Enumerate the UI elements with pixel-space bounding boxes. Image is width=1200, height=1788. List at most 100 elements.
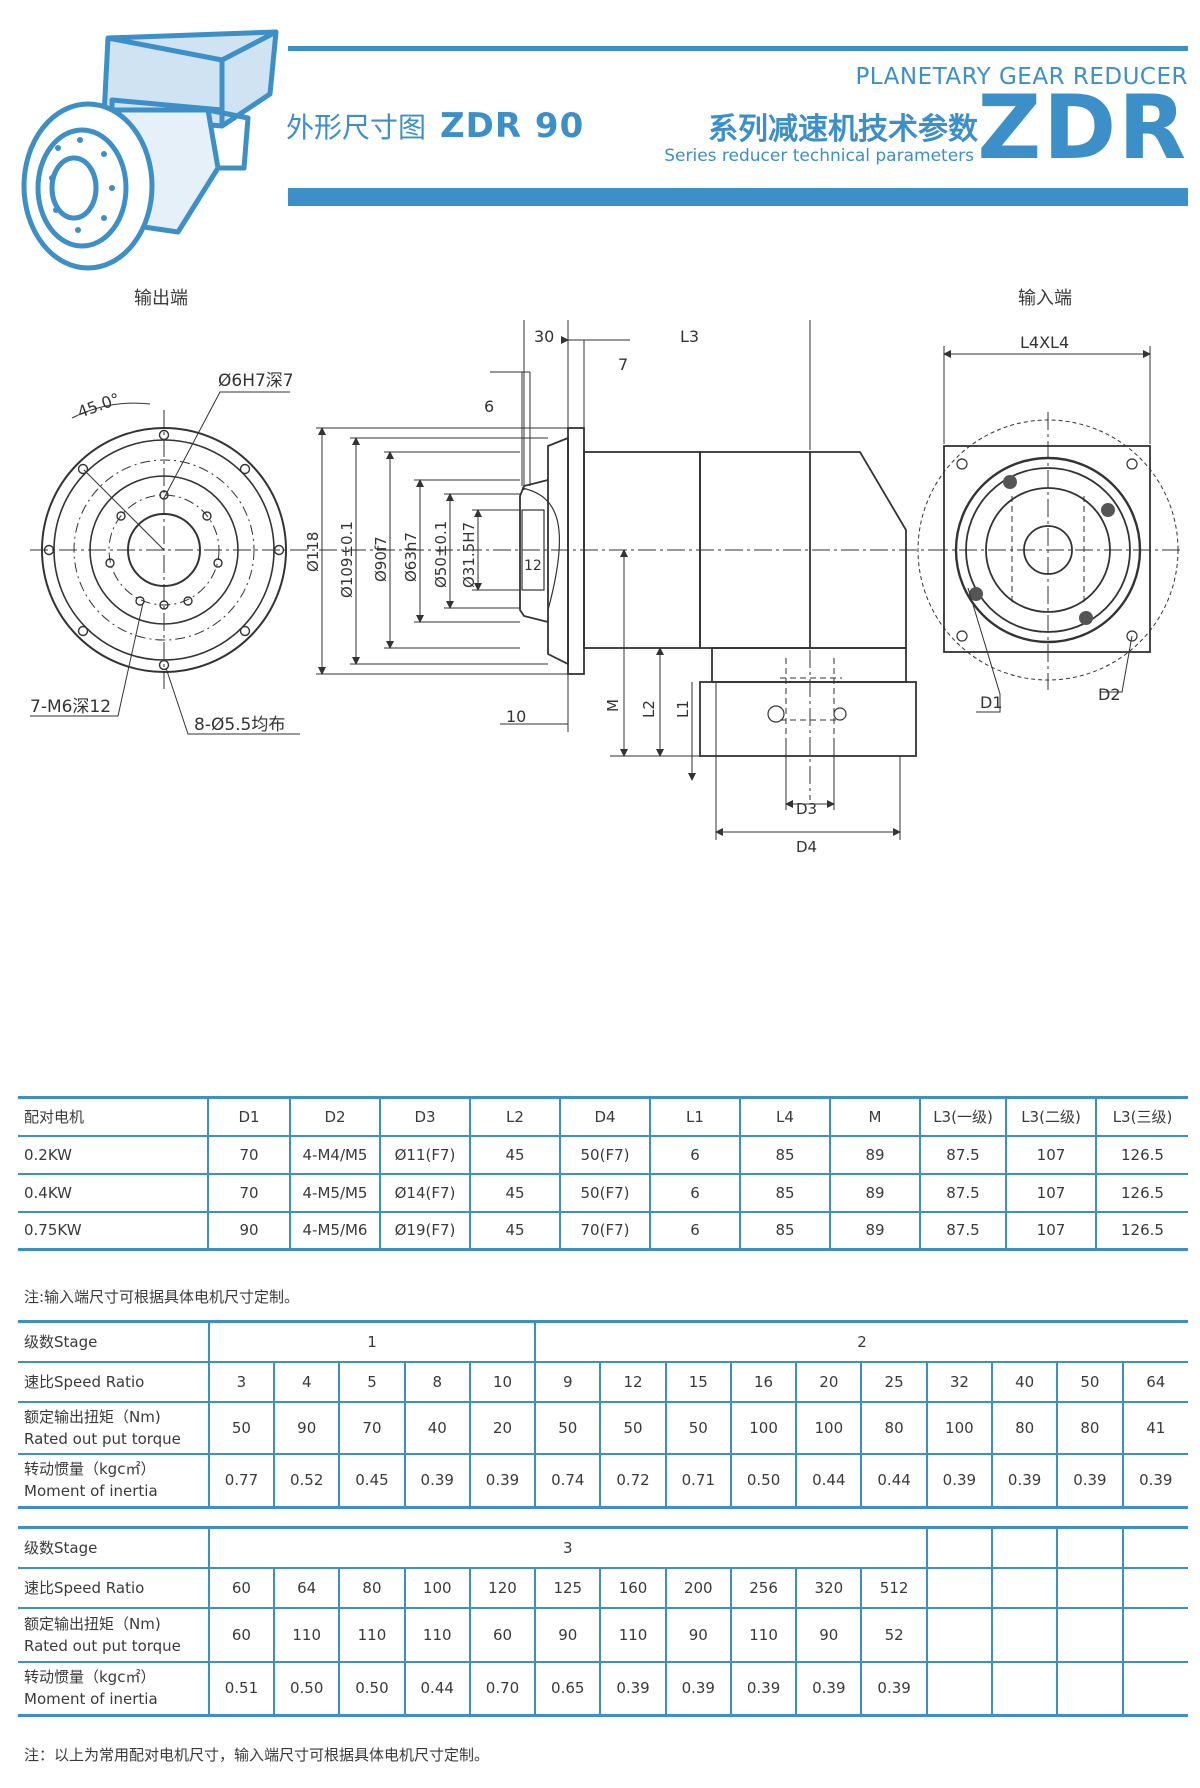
dim-d118: Ø118 — [304, 532, 322, 572]
torque-cell: 90 — [665, 1606, 732, 1663]
motor-header-cell: D3 — [380, 1096, 471, 1137]
ratio-cell: 320 — [796, 1566, 863, 1609]
motor-cell: 85 — [740, 1172, 831, 1213]
motor-cell: 85 — [740, 1210, 831, 1251]
inertia-cell: 0.39 — [861, 1660, 928, 1717]
bolt-hole-markers — [43, 429, 285, 671]
motor-header-cell: D1 — [208, 1096, 291, 1137]
dim-10: 10 — [506, 707, 526, 726]
angle-dim: 45.0° — [75, 389, 122, 422]
ratio-cell: 64 — [1122, 1360, 1188, 1403]
torque-cell: 100 — [796, 1400, 863, 1455]
torque-cell: 90 — [796, 1606, 863, 1663]
motor-cell: 70 — [208, 1172, 291, 1213]
technical-drawing: 45.0° Ø6H7深7 7-M6深12 8-Ø5.5均布 — [30, 320, 1180, 856]
dim-M: M — [604, 699, 622, 712]
series-title-en: Series reducer technical parameters — [664, 146, 974, 166]
inertia-cell: 0.39 — [1122, 1452, 1188, 1509]
empty-cell — [1122, 1660, 1188, 1717]
motor-cell: Ø11(F7) — [380, 1134, 471, 1175]
note-input-end: 注:输入端尺寸可根据具体电机尺寸定制。 — [24, 1288, 300, 1306]
torque-cell: 60 — [208, 1606, 276, 1663]
motor-cell: 107 — [1006, 1172, 1097, 1213]
empty-cell — [1057, 1660, 1124, 1717]
motor-header-cell: L3(二级) — [1006, 1096, 1097, 1137]
torque-cell: 90 — [535, 1606, 602, 1663]
motor-cell: 6 — [650, 1210, 741, 1251]
stage-3-header: 3 — [208, 1526, 928, 1569]
ratio-cell: 60 — [208, 1566, 276, 1609]
torque-label-cn: 额定输出扭矩（Nm) — [24, 1407, 161, 1426]
motor-header-cell: D2 — [290, 1096, 381, 1137]
empty-cell — [992, 1566, 1059, 1609]
torque-cell: 50 — [600, 1400, 667, 1455]
empty-cell — [926, 1566, 994, 1609]
ratio-cell: 40 — [992, 1360, 1059, 1403]
motor-cell: 50(F7) — [560, 1172, 651, 1213]
motor-cell: 45 — [470, 1210, 561, 1251]
inertia-cell: 0.50 — [274, 1660, 341, 1717]
stage3-stage-row: 级数Stage 3 — [18, 1526, 1188, 1569]
motor-cell: 4-M5/M6 — [290, 1210, 381, 1251]
motor-cell: 126.5 — [1096, 1134, 1188, 1175]
inertia-cell: 0.44 — [796, 1452, 863, 1509]
motor-header-cell: L2 — [470, 1096, 561, 1137]
dim-30: 30 — [534, 327, 554, 346]
motor-cell: 90 — [208, 1210, 291, 1251]
planetary-label: PLANETARY GEAR REDUCER — [855, 64, 1188, 90]
ratio-cell: 25 — [861, 1360, 928, 1403]
title-cn: 外形尺寸图 — [286, 111, 427, 144]
inertia-cell: 0.50 — [730, 1452, 798, 1509]
inertia-cell: 0.39 — [469, 1452, 537, 1509]
inertia-cell: 0.65 — [535, 1660, 602, 1717]
inertia-label-cn: 转动惯量（kgc㎡） — [24, 1460, 156, 1479]
inertia-cell: 0.39 — [992, 1452, 1059, 1509]
motor-header-cell: L4 — [740, 1096, 831, 1137]
torque-label-en: Rated out put torque — [24, 1429, 181, 1448]
motor-cell: Ø14(F7) — [380, 1172, 471, 1213]
inertia-cell: 0.74 — [535, 1452, 602, 1509]
torque-cell: 20 — [469, 1400, 537, 1455]
torque-label: 额定输出扭矩（Nm) Rated out put torque — [18, 1400, 210, 1455]
input-end-label: 输入端 — [1018, 288, 1072, 309]
bolt-hole-dim: 8-Ø5.5均布 — [194, 715, 285, 735]
inertia-cell: 0.52 — [274, 1452, 341, 1509]
stage-1-header: 1 — [208, 1320, 537, 1363]
dim-D1: D1 — [980, 693, 1003, 712]
torque-cell: 110 — [730, 1606, 798, 1663]
inertia-cell: 0.44 — [404, 1660, 471, 1717]
torque-cell: 40 — [404, 1400, 471, 1455]
ratio-cell: 64 — [274, 1566, 341, 1609]
motor-header-cell: L3(三级) — [1096, 1096, 1188, 1137]
page-title: 外形尺寸图 ZDR 90 — [286, 106, 584, 146]
torque-cell: 110 — [339, 1606, 406, 1663]
motor-header-cell: L3(一级) — [920, 1096, 1007, 1137]
torque-cell: 100 — [926, 1400, 994, 1455]
header-bottom-rule — [288, 188, 1188, 206]
motor-cell: 6 — [650, 1134, 741, 1175]
stage3-ratio-label: 速比Speed Ratio — [18, 1566, 210, 1609]
motor-cell: 89 — [830, 1172, 921, 1213]
stage-2-header: 2 — [535, 1320, 1188, 1363]
motor-cell: 107 — [1006, 1134, 1097, 1175]
inertia-cell: 0.50 — [339, 1660, 406, 1717]
empty-cell — [1057, 1566, 1124, 1609]
motor-cell: 87.5 — [920, 1172, 1007, 1213]
side-dimensions — [316, 320, 901, 840]
header-top-rule — [288, 46, 1188, 51]
torque-cell: 70 — [339, 1400, 406, 1455]
inertia-cell: 0.39 — [796, 1660, 863, 1717]
note-footer: 注：以上为常用配对电机尺寸，输入端尺寸可根据具体电机尺寸定制。 — [24, 1746, 490, 1764]
motor-header-cell: L1 — [650, 1096, 741, 1137]
model-name: ZDR 90 — [440, 106, 585, 146]
inertia-cell: 0.70 — [469, 1660, 537, 1717]
motor-cell: 4-M5/M5 — [290, 1172, 381, 1213]
dim-L2: L2 — [640, 700, 658, 718]
inertia-cell: 0.45 — [339, 1452, 406, 1509]
torque-cell: 80 — [992, 1400, 1059, 1455]
stage-label: 级数Stage — [18, 1320, 210, 1363]
